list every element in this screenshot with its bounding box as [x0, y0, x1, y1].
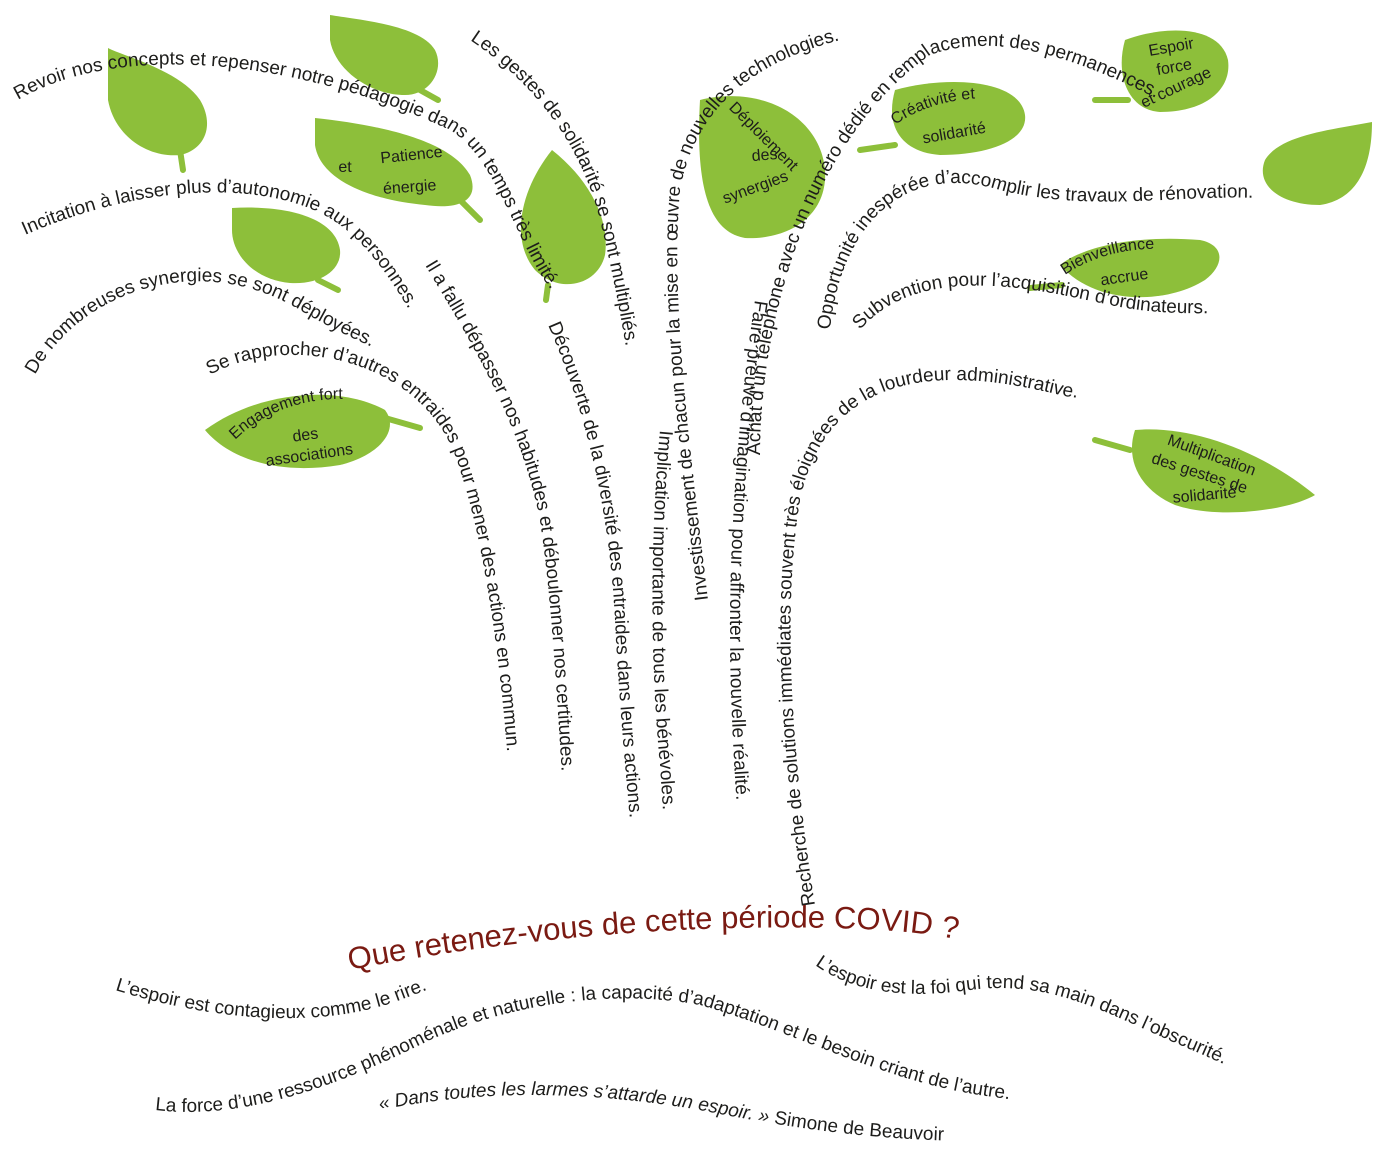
- quote-line: « Dans toutes les larmes s’attarde un es…: [377, 1079, 945, 1145]
- leaf-label-bienveillance-2: accrue: [1099, 266, 1149, 290]
- branch-text-4: Se rapprocher d’autres entraides pour me…: [203, 339, 523, 752]
- leaf-engagement: [205, 394, 423, 469]
- leaf-label-patience-2: et: [338, 159, 352, 176]
- leaf-label-multiplication-3: solidarité: [1172, 484, 1237, 507]
- page-title: Que retenez-vous de cette période COVID …: [345, 899, 962, 976]
- leaf-patience: [315, 118, 483, 223]
- leaf-deploiement: [699, 96, 826, 239]
- leaf-label-engagement-2: des: [291, 425, 319, 445]
- leaf-creativite: [857, 82, 1026, 155]
- leaf-center-drop: [520, 150, 606, 303]
- leaf-label-patience-1: Patience: [380, 144, 444, 167]
- quote-author: Simone de Beauvoir: [773, 1108, 945, 1146]
- quote-text: « Dans toutes les larmes s’attarde un es…: [377, 1079, 771, 1128]
- leaf-label-deploiement-2: des: [751, 146, 778, 165]
- leaf-label-espoir-2: force: [1155, 56, 1193, 79]
- leaf-left-mid: [232, 207, 341, 293]
- leaf-label-patience-3: énergie: [382, 177, 437, 198]
- branch-text-8: Implication importante de tous les bénév…: [647, 430, 679, 811]
- leaf-multiplication: [1092, 429, 1315, 513]
- root-text-1: L’espoir est contagieux comme le rire.: [113, 975, 429, 1023]
- branch-text-13: Recherche de solutions immédiates souven…: [775, 364, 1080, 908]
- branch-text-2: Incitation à laisser plus d’autonomie au…: [19, 176, 423, 311]
- leaf-top-left: [108, 48, 208, 173]
- leaf-right-top: [1262, 122, 1372, 205]
- leaf-top-center: [330, 15, 441, 103]
- leaf-bienveillance: [1027, 238, 1220, 298]
- leaf-espoir: [1092, 30, 1229, 112]
